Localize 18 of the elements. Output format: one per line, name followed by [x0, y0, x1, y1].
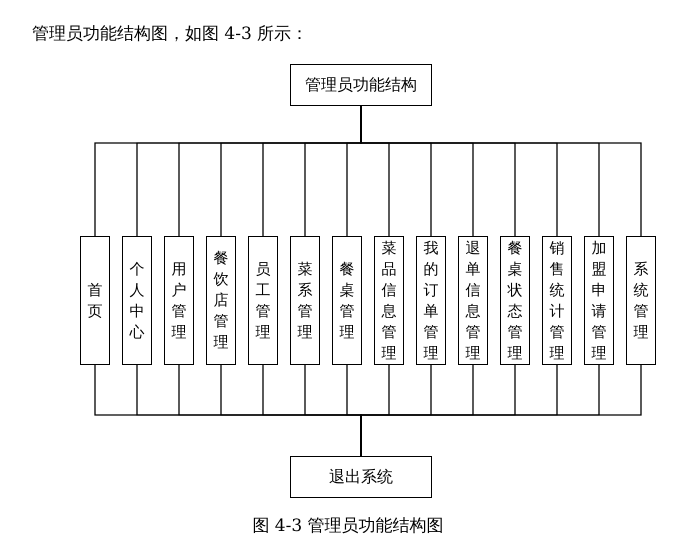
- function-box: 首页: [80, 236, 110, 365]
- function-box: 菜系管理: [290, 236, 320, 365]
- function-box: 销售统计管理: [542, 236, 572, 365]
- function-box: 餐饮店管理: [206, 236, 236, 365]
- function-box: 菜品信息管理: [374, 236, 404, 365]
- process-box: 退出系统: [290, 456, 432, 498]
- function-box: 员工管理: [248, 236, 278, 365]
- function-box: 餐桌管理: [332, 236, 362, 365]
- function-box: 我的订单管理: [416, 236, 446, 365]
- figure-caption: 图 4-3 管理员功能结构图: [251, 515, 445, 537]
- function-box: 用户管理: [164, 236, 194, 365]
- function-box: 系统管理: [626, 236, 656, 365]
- function-box: 退单信息管理: [458, 236, 488, 365]
- process-box: 管理员功能结构: [290, 64, 432, 106]
- function-box: 餐桌状态管理: [500, 236, 530, 365]
- function-box: 加盟申请管理: [584, 236, 614, 365]
- function-box: 个人中心: [122, 236, 152, 365]
- intro-text: 管理员功能结构图，如图 4-3 所示：: [32, 23, 308, 45]
